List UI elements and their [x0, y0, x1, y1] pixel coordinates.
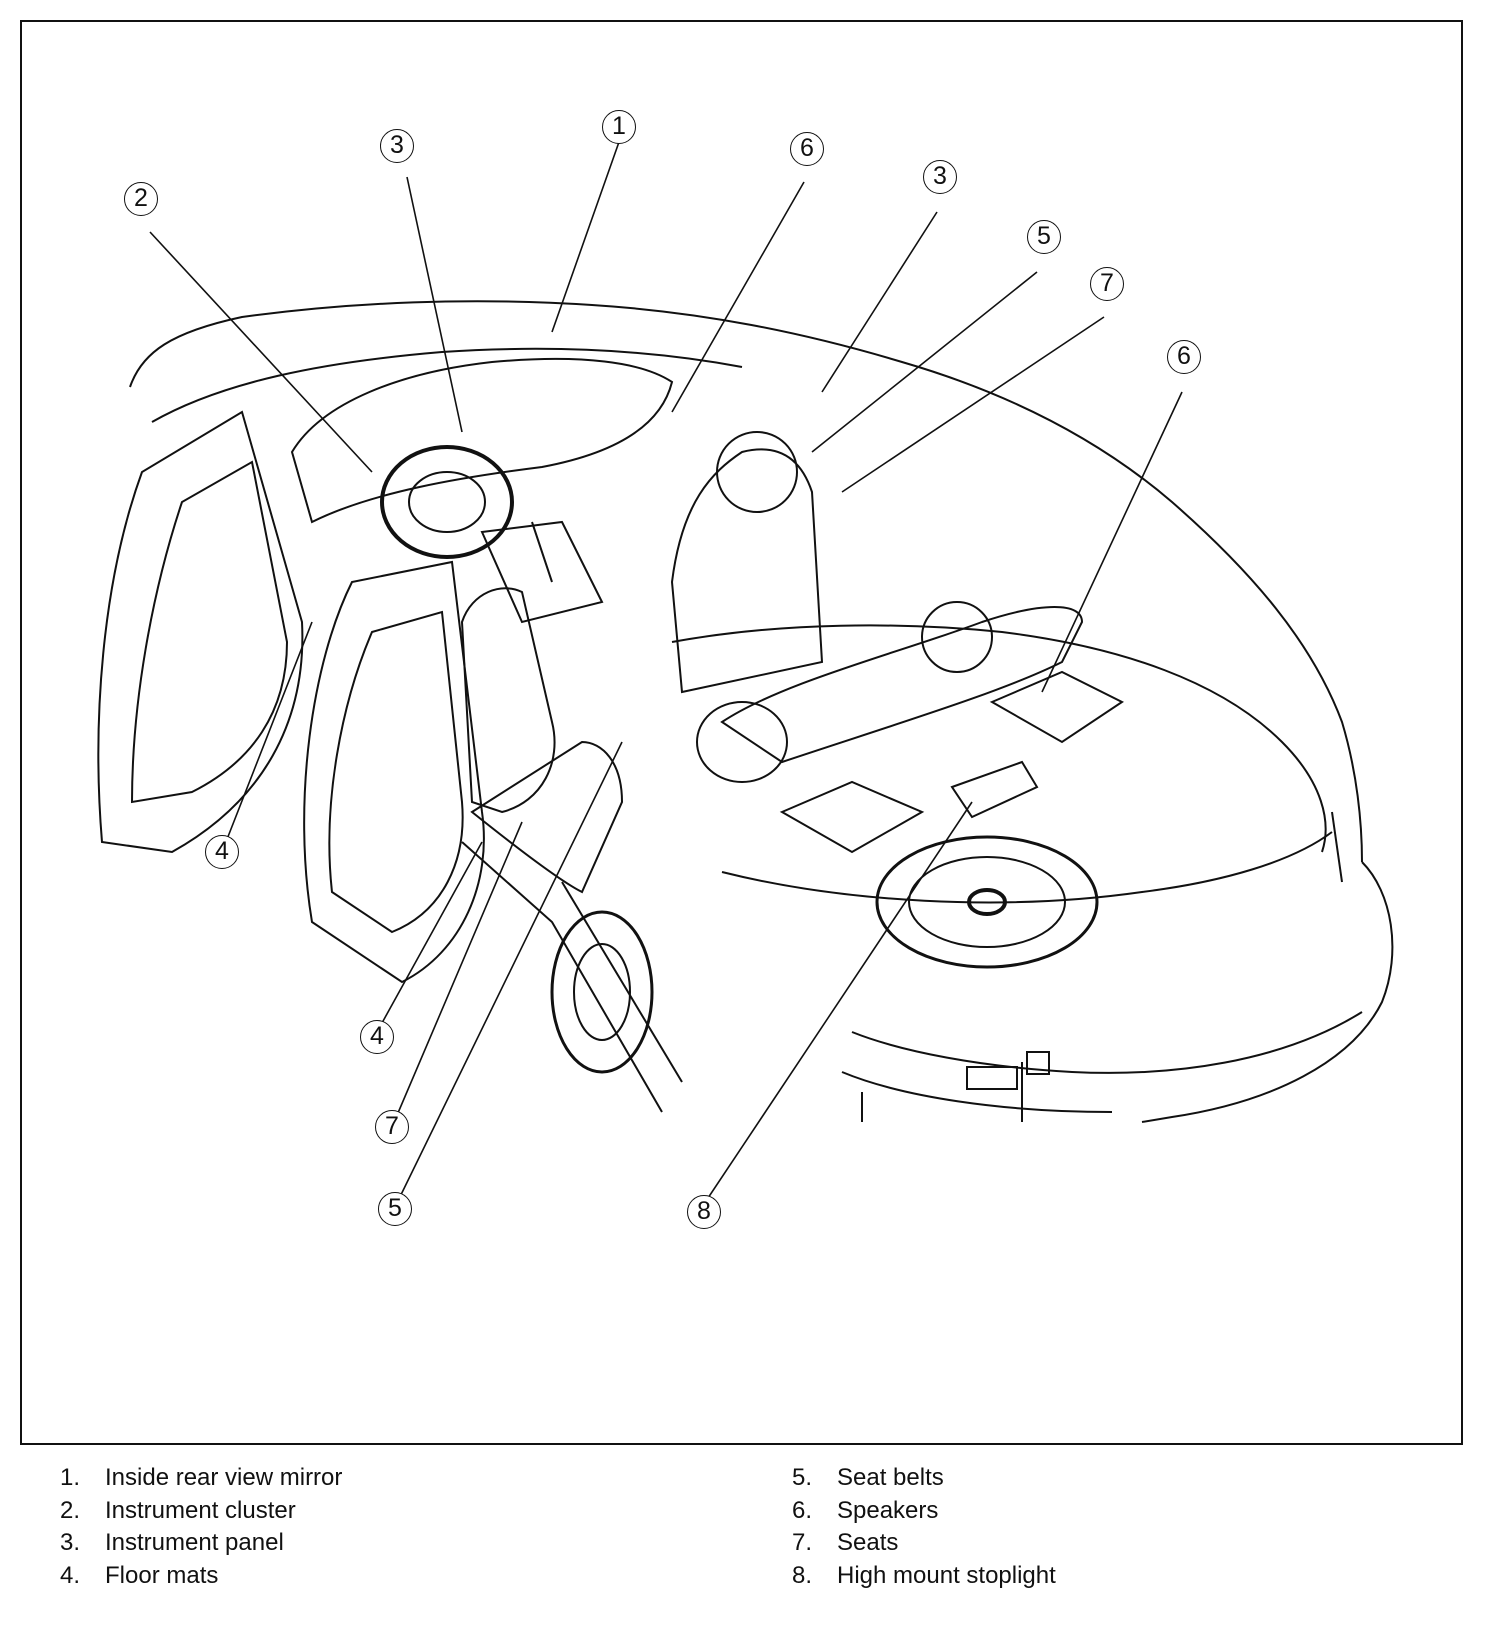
- windshield-header: [151, 347, 743, 423]
- legend-label: Speakers: [837, 1496, 939, 1524]
- legend-number: 3.: [60, 1529, 81, 1556]
- callout-7-seat-front: 7: [375, 1110, 409, 1144]
- legend-item: 2. Instrument cluster: [60, 1495, 342, 1528]
- callout-5-seat-belt-front: 5: [378, 1192, 412, 1226]
- rear-door: [97, 410, 304, 854]
- callout-6-speaker-rear: 6: [1167, 340, 1201, 374]
- callout-5-seat-belt-rear: 5: [1027, 220, 1061, 254]
- legend-item: 1. Inside rear view mirror: [60, 1462, 342, 1495]
- callout-7-seat-rear: 7: [1090, 267, 1124, 301]
- high-mount-stoplight: [950, 760, 1039, 819]
- rear-speaker-right: [989, 670, 1124, 744]
- legend-number: 8.: [792, 1561, 813, 1589]
- callout-3-instrument-panel-rear: 3: [923, 160, 957, 194]
- callout-6-speaker-front: 6: [790, 132, 824, 166]
- legend-item: 8. High mount stoplight: [792, 1560, 1056, 1593]
- leader-lines: [149, 141, 1183, 1208]
- body-side: [1141, 861, 1394, 1123]
- legend-right-column: 5. Seat belts 6. Speakers 7. Seats 8. High m…: [792, 1462, 1056, 1592]
- passenger-headrest: [716, 431, 798, 513]
- legend-item: 7. Seats: [792, 1527, 1056, 1560]
- legend-label: Inside rear view mirror: [105, 1464, 343, 1491]
- legend-label: Instrument panel: [105, 1529, 284, 1556]
- legend-number: 2.: [60, 1496, 81, 1524]
- rear-wheel: [550, 910, 654, 1074]
- callout-4-floor-mat-rear: 4: [205, 835, 239, 869]
- legend-item: 3. Instrument panel: [60, 1527, 342, 1560]
- callout-8-high-mount-stoplight: 8: [687, 1195, 721, 1229]
- front-door: [303, 560, 485, 984]
- diagram-frame: 1 3 6 2 3 5 7 6 4 4 7 5 8: [20, 20, 1463, 1445]
- callout-2-instrument-cluster: 2: [124, 182, 158, 216]
- legend-number: 5.: [792, 1464, 813, 1491]
- roof-outline: [129, 300, 1363, 863]
- trunk-edge: [721, 831, 1333, 904]
- legend-label: Seat belts: [837, 1464, 944, 1491]
- legend-number: 4.: [60, 1561, 81, 1589]
- legend-number: 1.: [60, 1464, 81, 1491]
- rear-seat: [720, 606, 1084, 764]
- steering-wheel: [380, 445, 514, 559]
- legend-number: 7.: [792, 1529, 813, 1556]
- callout-3-instrument-panel-front: 3: [380, 129, 414, 163]
- legend-label: High mount stoplight: [837, 1561, 1056, 1589]
- legend-item: 6. Speakers: [792, 1495, 1056, 1528]
- rear-bumper: [851, 1011, 1363, 1074]
- car-interior-illustration: [97, 141, 1394, 1208]
- callout-1-mirror: 1: [602, 110, 636, 144]
- trunk-lid: [671, 624, 1327, 853]
- legend-label: Instrument cluster: [105, 1496, 296, 1524]
- floor: [470, 740, 624, 894]
- legend-number: 6.: [792, 1496, 813, 1524]
- rear-speaker-left: [779, 780, 925, 854]
- rear-bumper-lower: [841, 1071, 1113, 1113]
- callout-4-floor-mat-front: 4: [360, 1020, 394, 1054]
- legend-item: 5. Seat belts: [792, 1462, 1056, 1495]
- driver-seat: [460, 587, 556, 814]
- dashboard: [290, 357, 674, 524]
- passenger-seat: [670, 448, 824, 694]
- center-console: [480, 520, 604, 624]
- legend-left-column: 1. Inside rear view mirror 2. Instrument c…: [60, 1462, 342, 1592]
- legend-label: Seats: [837, 1529, 899, 1556]
- spare-tire: [875, 835, 1099, 969]
- legend-label: Floor mats: [105, 1561, 219, 1589]
- legend-item: 4. Floor mats: [60, 1560, 342, 1593]
